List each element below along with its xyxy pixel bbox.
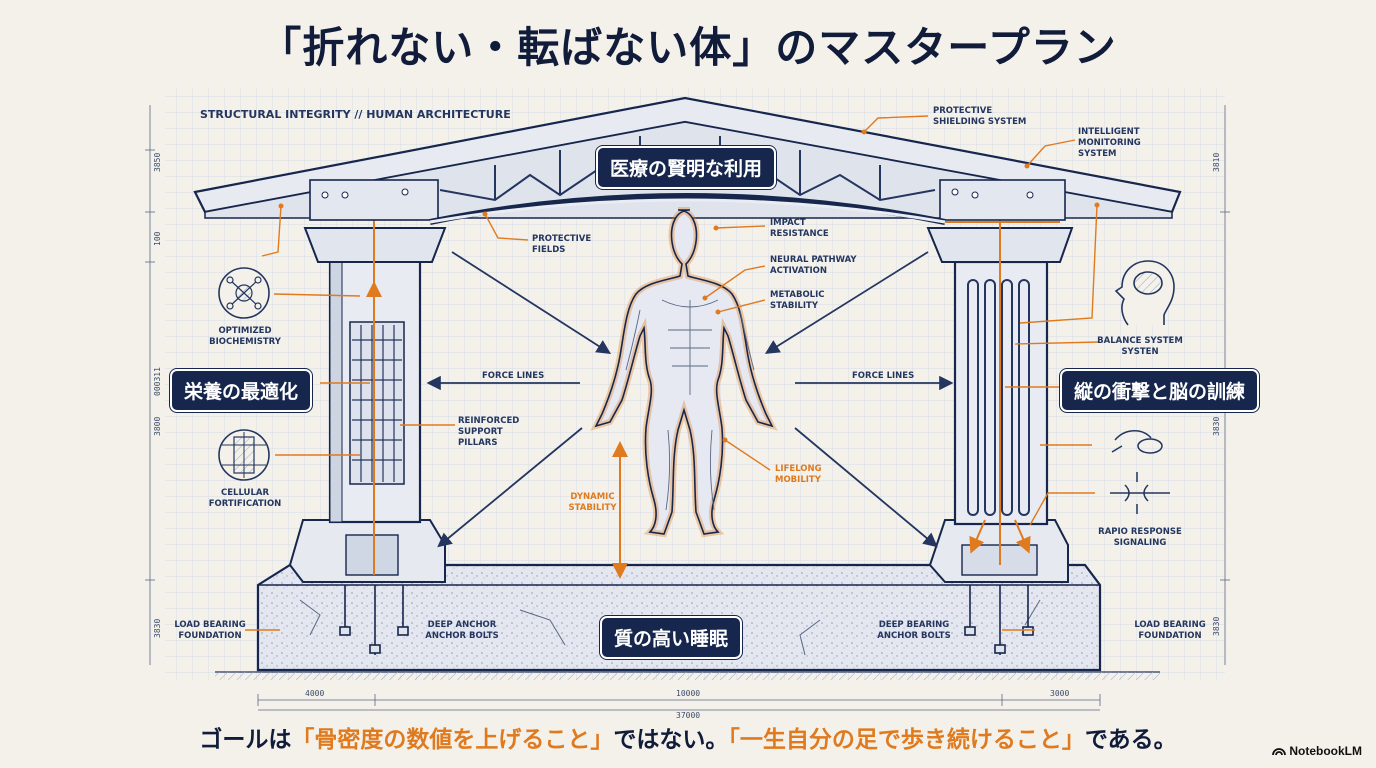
page-title: 「折れない・転ばない体」のマスタープラン [259, 23, 1117, 72]
note-protective-fields: PROTECTIVE FIELDS [532, 234, 592, 255]
brand-label: NotebookLM [1289, 744, 1362, 758]
dim-right-2: 3830 [1212, 416, 1221, 436]
note-reinforced-pillars: REINFORCED SUPPORT PILLARS [458, 416, 520, 448]
dim-left-2: 100 [153, 231, 162, 246]
note-optimized-biochemistry: OPTIMIZED BIOCHEMISTRY [209, 326, 281, 347]
pill-sleep: 質の高い睡眠 [600, 616, 743, 659]
dim-left-4: 3800 [153, 416, 162, 436]
pill-nutrition: 栄養の最適化 [170, 369, 313, 412]
note-protective-shielding: PROTECTIVE SHIELDING SYSTEM [933, 106, 1027, 127]
note-load-bearing-right: LOAD BEARING FOUNDATION [1134, 620, 1206, 641]
dim-bottom-right: 3000 [1050, 689, 1070, 698]
note-force-lines-left: FORCE LINES [482, 371, 545, 381]
force-diagonals [426, 251, 954, 548]
bottom-part-5: である。 [1084, 727, 1177, 753]
note-balance-system: BALANCE SYSTEM SYSTEN [1097, 336, 1183, 357]
note-force-lines-right: FORCE LINES [852, 371, 915, 381]
dim-right-1: 3810 [1212, 152, 1221, 172]
right-pillar [926, 185, 1074, 583]
pill-medical: 医療の賢明な利用 [596, 146, 777, 189]
dim-bottom-center: 10000 [676, 689, 701, 698]
note-anchor-bolts-left: DEEP ANCHOR ANCHOR BOLTS [425, 620, 499, 641]
brand-logo: NotebookLM [1272, 744, 1362, 758]
dim-bottom-total: 37000 [676, 711, 701, 720]
dim-left-1: 3850 [153, 152, 162, 172]
bottom-part-3: ではない。 [613, 727, 729, 753]
dim-left-5: 3830 [153, 618, 162, 638]
note-lifelong-mobility: LIFELONG MOBILITY [775, 464, 822, 485]
note-cellular-fortification: CELLULAR FORTIFICATION [208, 488, 282, 509]
notebooklm-icon [1272, 748, 1286, 756]
biochemistry-icon [218, 267, 270, 319]
dim-right-3: 3830 [1212, 616, 1221, 636]
note-load-bearing-left: LOAD BEARING FOUNDATION [174, 620, 246, 641]
bottom-part-1: ゴールは [199, 727, 292, 753]
note-neural-pathway: NEURAL PATHWAY ACTIVATION [770, 255, 857, 276]
signal-icon [1110, 472, 1170, 514]
note-impact-resistance: IMPACT RESISTANCE [770, 218, 829, 239]
inner-ear-icon [1111, 430, 1163, 454]
note-intelligent-monitoring: INTELLIGENT MONITORING SYSTEM [1078, 127, 1141, 159]
note-metabolic-stability: METABOLIC STABILITY [770, 290, 825, 311]
dim-left-3: 000311 [153, 367, 162, 396]
note-dynamic-stability: DYNAMIC STABILITY [568, 492, 617, 513]
note-anchor-bolts-right: DEEP BEARING ANCHOR BOLTS [877, 620, 951, 641]
bottom-part-2: 「骨密度の数値を上げること」 [291, 727, 614, 753]
anchor-bolts [339, 585, 1034, 655]
leader-lines [245, 115, 1101, 631]
bottom-part-4: 「一生自分の足で歩き続けること」 [728, 727, 1085, 753]
subtitle: STRUCTURAL INTEGRITY // HUMAN ARCHITECTU… [200, 108, 511, 121]
pill-impact-brain: 縦の衝撃と脳の訓練 [1060, 369, 1260, 412]
brain-head-icon [1114, 260, 1175, 326]
left-pillar [288, 185, 447, 583]
bottom-statement: ゴールは「骨密度の数値を上げること」ではない。「一生自分の足で歩き続けること」で… [0, 720, 1376, 754]
human-figure [590, 207, 778, 538]
dim-bottom-left: 4000 [305, 689, 325, 698]
note-rapid-response: RAPIO RESPONSE SIGNALING [1098, 527, 1182, 548]
cellular-icon [218, 429, 270, 481]
